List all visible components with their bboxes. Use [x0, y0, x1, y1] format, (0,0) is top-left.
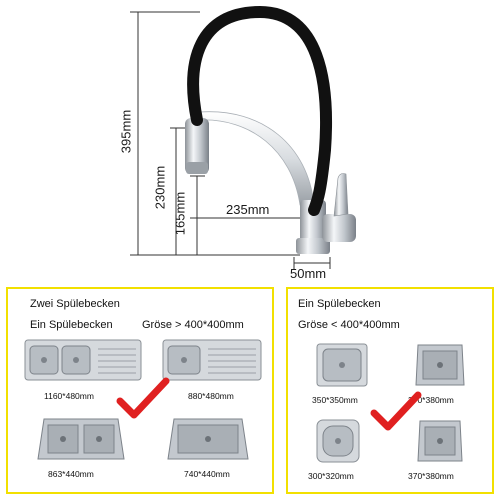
square-sink: [316, 343, 368, 387]
square-undermount-sink: [415, 344, 465, 386]
double-bowl-drainboard-sink: [24, 339, 142, 381]
size-label: 370*380mm: [408, 471, 454, 481]
single-undermount-sink: [167, 418, 249, 460]
size-label: 300*320mm: [308, 471, 354, 481]
dimension-lines: [130, 11, 331, 269]
height-spout-label: 230mm: [152, 165, 168, 210]
square-undermount-sink: [417, 420, 463, 462]
hose: [187, 5, 333, 216]
left-panel: Zwei Spülebecken Ein Spülebecken Gröse >…: [6, 287, 274, 494]
single-bowl-drainboard-sink: [162, 339, 262, 381]
height-total-label: 395mm: [118, 109, 134, 154]
size-label: 350*350mm: [312, 395, 358, 405]
base-label: 50mm: [290, 266, 327, 281]
faucet-diagram: [130, 5, 356, 269]
checkmark-icon: [370, 391, 422, 431]
right-panel: Ein Spülebecken Gröse < 400*400mm 350*35…: [286, 287, 494, 494]
right-panel-subtitle: Gröse < 400*400mm: [298, 319, 400, 331]
size-label: 1160*480mm: [44, 391, 94, 401]
round-bowl-sink: [316, 419, 360, 463]
left-panel-subtitle-right: Gröse > 400*400mm: [142, 319, 244, 331]
double-undermount-sink: [37, 418, 125, 460]
size-label: 740*440mm: [184, 469, 230, 479]
size-label: 370*380mm: [408, 395, 454, 405]
height-lever-label: 165mm: [172, 191, 188, 236]
checkmark-icon: [116, 377, 170, 419]
reach-label: 235mm: [226, 202, 270, 217]
size-label: 880*480mm: [188, 391, 234, 401]
left-panel-title: Zwei Spülebecken: [30, 298, 120, 310]
right-panel-title: Ein Spülebecken: [298, 298, 381, 310]
left-panel-subtitle-left: Ein Spülebecken: [30, 319, 113, 331]
size-label: 863*440mm: [48, 469, 94, 479]
